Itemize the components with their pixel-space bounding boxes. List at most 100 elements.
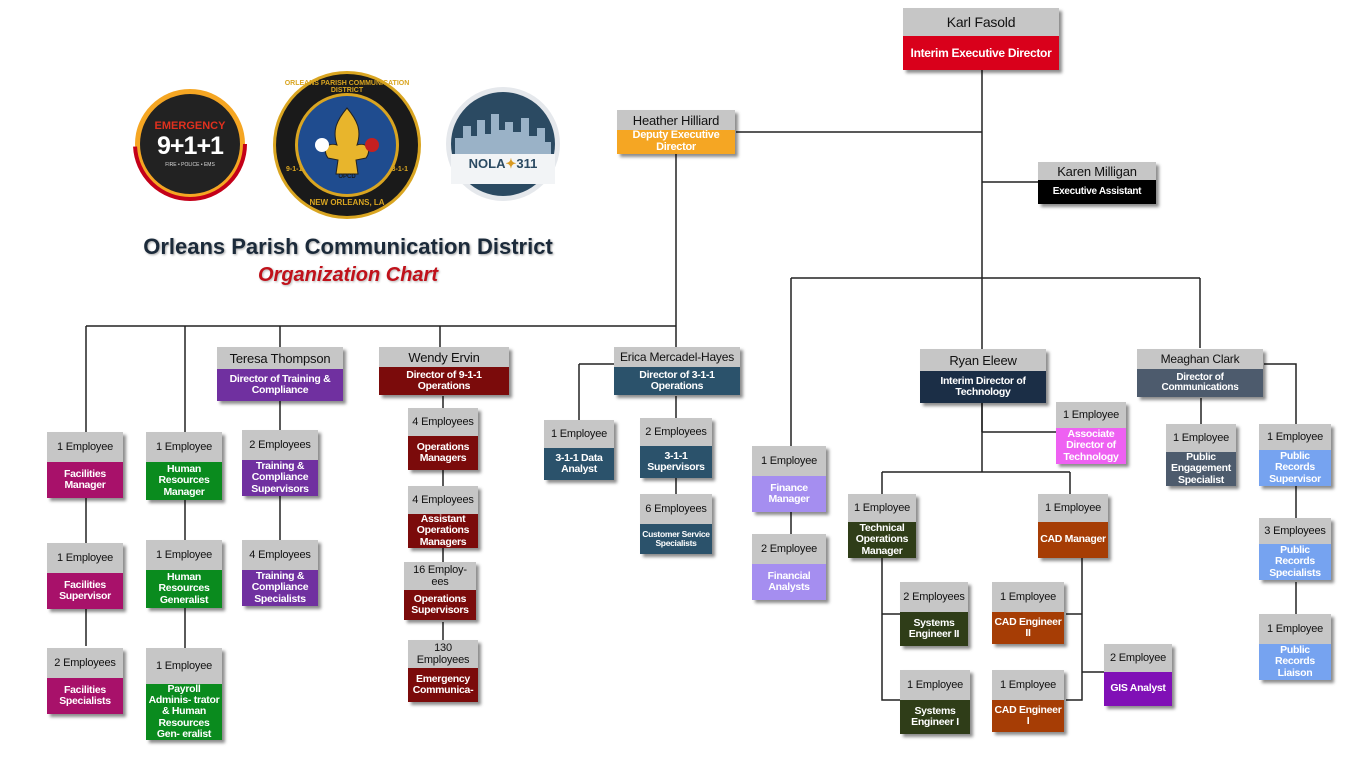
node-header: Meaghan Clark [1137, 349, 1263, 369]
node-header: 1 Employee [1038, 494, 1108, 522]
node-header: 1 Employee [47, 432, 123, 462]
emergency-tagline: FIRE • POLICE • EMS [165, 162, 215, 168]
node-role: Training & Compliance Supervisors [242, 460, 318, 496]
node-header: 1 Employee [1056, 402, 1126, 428]
emergency-text: EMERGENCY [154, 120, 226, 132]
emergency-911-logo: EMERGENCY 9+1+1 FIRE • POLICE • EMS [132, 86, 248, 202]
node-role: Public Records Specialists [1259, 544, 1331, 580]
node-header: 130 Employees [408, 640, 478, 668]
seal-left-number: 9-1-1 [286, 166, 303, 173]
seal-ring-top: ORLEANS PARISH COMMUNICATION DISTRICT [284, 80, 410, 94]
node-role: CAD Manager [1038, 522, 1108, 558]
node-header: 1 Employee [1259, 614, 1331, 644]
node-header: 1 Employee [146, 648, 222, 684]
node-role: Systems Engineer I [900, 700, 970, 734]
node-role: Operations Supervisors [404, 590, 476, 620]
seal-ring-bottom: NEW ORLEANS, LA [309, 198, 385, 207]
nola-word: NOLA [468, 156, 506, 171]
node-role: Deputy Executive Director [617, 130, 735, 154]
node-role: Public Engagement Specialist [1166, 452, 1236, 486]
node-role: Facilities Specialists [47, 678, 123, 714]
node-role: Customer Service Specialists [640, 524, 712, 554]
node-header: 2 Employees [47, 648, 123, 678]
node-header: 2 Employees [242, 430, 318, 460]
node-header: 16 Employ- ees [404, 562, 476, 590]
node-header: 1 Employee [544, 420, 614, 448]
node-header: Karl Fasold [903, 8, 1059, 36]
node-role: Director of 3-1-1 Operations [614, 367, 740, 395]
node-header: 3 Employees [1259, 518, 1331, 544]
node-role: Associate Director of Technology [1056, 428, 1126, 464]
node-role: CAD Engineer I [992, 700, 1064, 732]
node-header: 2 Employee [752, 534, 826, 564]
node-role: Interim Director of Technology [920, 371, 1046, 403]
node-header: 1 Employee [848, 494, 916, 522]
nola-text: NOLA✦311 [468, 156, 538, 171]
node-header: Heather Hilliard [617, 110, 735, 130]
node-role: 3-1-1 Supervisors [640, 446, 712, 478]
node-role: Finance Manager [752, 476, 826, 512]
node-role: Systems Engineer II [900, 612, 968, 646]
node-header: 2 Employee [1104, 644, 1172, 672]
node-role: Payroll Adminis- trator & Human Resource… [146, 684, 222, 740]
page-title: Orleans Parish Communication District [143, 234, 553, 259]
node-header: 1 Employee [992, 582, 1064, 612]
node-role: GIS Analyst [1104, 672, 1172, 706]
node-role: Director of Training & Compliance [217, 369, 343, 401]
node-header: 4 Employees [242, 540, 318, 570]
node-role: Human Resources Generalist [146, 570, 222, 608]
node-role: Interim Executive Director [903, 36, 1059, 70]
node-header: 1 Employee [992, 670, 1064, 700]
node-header: Teresa Thompson [217, 347, 343, 369]
node-header: 4 Employees [408, 486, 478, 514]
node-role: Director of Communications [1137, 369, 1263, 397]
node-header: 1 Employee [146, 540, 222, 570]
opcd-seal-logo: ORLEANS PARISH COMMUNICATION DISTRICT NE… [272, 70, 422, 220]
node-role: Public Records Supervisor [1259, 450, 1331, 486]
emergency-number: 9+1+1 [157, 132, 224, 160]
node-role: Facilities Supervisor [47, 573, 123, 609]
node-header: 1 Employee [752, 446, 826, 476]
node-role: Executive Assistant [1038, 180, 1156, 204]
node-role: CAD Engineer II [992, 612, 1064, 644]
nola-number: 311 [516, 156, 538, 171]
node-header: 1 Employee [1166, 424, 1236, 452]
node-role: Operations Managers [408, 436, 478, 470]
node-header: Erica Mercadel-Hayes [614, 347, 740, 367]
node-role: Financial Analysts [752, 564, 826, 600]
node-role: Facilities Manager [47, 462, 123, 498]
node-header: 2 Employees [900, 582, 968, 612]
page-subtitle: Organization Chart [257, 264, 438, 286]
seal-center-text: OPCD [338, 174, 356, 180]
node-header: 1 Employee [146, 432, 222, 462]
node-header: 1 Employee [900, 670, 970, 700]
node-role: Training & Compliance Specialists [242, 570, 318, 606]
